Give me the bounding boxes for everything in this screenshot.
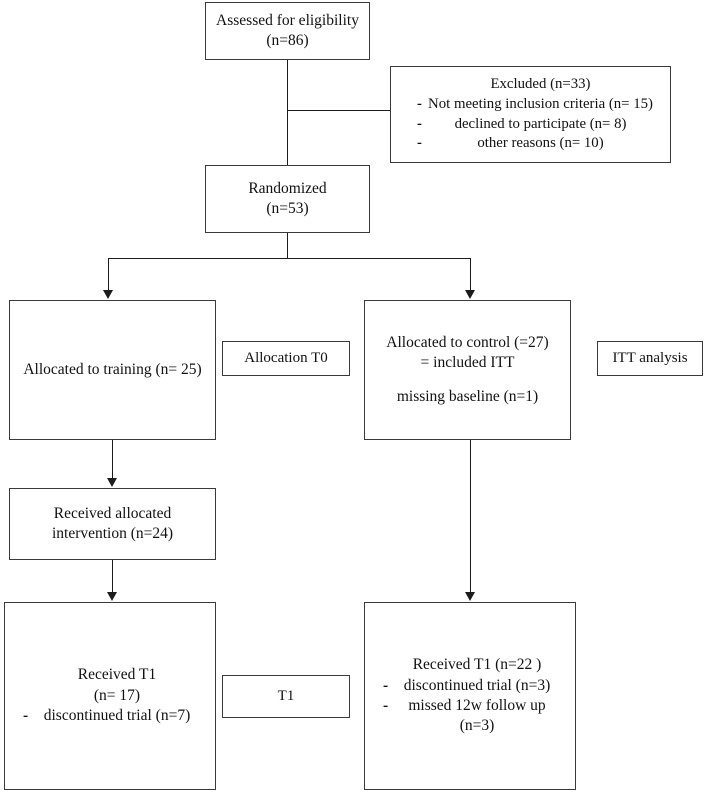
excluded-item-0-label: Not meeting inclusion criteria (n= 15) (428, 95, 653, 112)
received-t1-left-item-0-label: discontinued trial (n=7) (43, 707, 191, 725)
connector-training-to-intervention (112, 440, 113, 479)
assessed-line-1: Assessed for eligibility (216, 11, 359, 29)
excluded-item-0: - Not meeting inclusion criteria (n= 15) (417, 95, 664, 115)
node-received-t1-control: Received T1 (n=22 ) - discontinued trial… (364, 602, 576, 790)
arrowhead-icon (465, 290, 475, 299)
bullet-dash-icon: - (383, 697, 389, 714)
node-excluded: Excluded (n=33) - Not meeting inclusion … (390, 66, 671, 163)
node-received-t1-training: Received T1 (n= 17) - discontinued trial… (4, 602, 216, 790)
connector-assessed-to-randomized (287, 60, 288, 165)
excluded-item-2: - other reasons (n= 10) (417, 134, 664, 154)
connector-trunk-to-excluded (287, 110, 390, 111)
excluded-heading: Excluded (n=33) (490, 76, 591, 93)
label-t1: T1 (222, 675, 350, 718)
bullet-dash-icon: - (383, 676, 389, 694)
node-received-allocated-intervention: Received allocated intervention (n=24) (9, 488, 216, 560)
label-itt-analysis: ITT analysis (597, 341, 703, 376)
allocated-training-line-1: Allocated to training (n= 25) (23, 360, 202, 378)
received-intervention-line-1: Received allocated (53, 504, 172, 522)
connector-split-to-control (470, 258, 471, 291)
itt-label-text: ITT analysis (612, 349, 688, 366)
excluded-item-1-label: declined to participate (n= 8) (454, 115, 627, 132)
connector-randomized-down (287, 233, 288, 259)
node-randomized: Randomized (n=53) (205, 165, 370, 233)
bullet-dash-icon: - (417, 135, 422, 152)
bullet-dash-icon: - (417, 95, 422, 112)
arrowhead-icon (103, 290, 113, 299)
randomized-line-1: Randomized (248, 179, 327, 197)
received-t1-right-item-0: - discontinued trial (n=3) (383, 676, 571, 696)
t1-label-text: T1 (277, 687, 295, 704)
connector-split-bus (108, 258, 470, 259)
received-t1-left-line-2: (n= 17) (93, 686, 141, 704)
excluded-item-1: - declined to participate (n= 8) (417, 115, 664, 135)
label-allocation-t0: Allocation T0 (222, 341, 350, 376)
bullet-dash-icon: - (417, 115, 422, 132)
assessed-line-2: (n=86) (266, 32, 309, 49)
arrowhead-icon (107, 478, 117, 487)
allocated-control-line-2: = included ITT (420, 354, 515, 372)
arrowhead-icon (465, 592, 475, 601)
received-t1-right-item-1: - missed 12w follow up (383, 696, 571, 716)
allocated-control-line-1: Allocated to control (=27) (386, 333, 549, 351)
allocated-control-line-3: missing baseline (n=1) (396, 387, 539, 405)
node-assessed-for-eligibility: Assessed for eligibility (n=86) (205, 2, 370, 60)
excluded-item-2-label: other reasons (n= 10) (477, 135, 604, 152)
arrowhead-icon (107, 592, 117, 601)
received-t1-left-item-0: - discontinued trial (n=7) (23, 706, 211, 726)
received-t1-right-line-1: Received T1 (n=22 ) (412, 656, 542, 674)
allocation-label-text: Allocation T0 (244, 349, 328, 366)
received-t1-right-item-0-label: discontinued trial (n=3) (403, 676, 551, 694)
received-t1-right-line-last: (n=3) (459, 717, 495, 735)
received-intervention-line-2: intervention (n=24) (51, 525, 174, 542)
connector-control-to-received-t1 (470, 440, 471, 593)
received-t1-left-line-1: Received T1 (77, 666, 157, 684)
node-allocated-to-training: Allocated to training (n= 25) (9, 300, 216, 440)
received-t1-right-item-1-label: missed 12w follow up (408, 697, 546, 714)
connector-intervention-to-received-t1 (112, 560, 113, 593)
bullet-dash-icon: - (23, 707, 29, 725)
node-allocated-to-control: Allocated to control (=27) = included IT… (364, 300, 571, 440)
randomized-line-2: (n=53) (266, 200, 309, 217)
connector-split-to-training (108, 258, 109, 291)
spacer (369, 374, 566, 387)
